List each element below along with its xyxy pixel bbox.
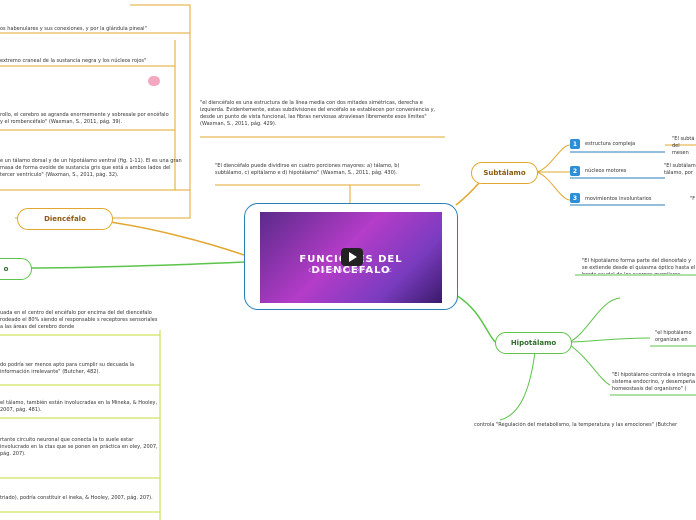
note-left-1: os habenulares y sus conexiones, y por l… bbox=[0, 26, 147, 32]
subtalamo-item-2[interactable]: núcleos motores bbox=[585, 168, 627, 174]
subtalamo-note-1: "El subtá del mesen bbox=[672, 136, 695, 156]
subtalamo-note-2: "El subtálam tálamo, por bbox=[664, 163, 696, 176]
note-left-6: do podría ser menos apto para cumplir su… bbox=[0, 362, 135, 375]
play-icon[interactable] bbox=[341, 248, 363, 266]
video-thumbnail[interactable]: FUNCIONES DEL DIENCÉFALO CLASES DEL PROF… bbox=[260, 212, 442, 303]
badge-2: 2 bbox=[570, 166, 580, 176]
badge-1: 1 bbox=[570, 139, 580, 149]
hipotalamo-note-3: "El hipotálamo controla e integra sistem… bbox=[612, 372, 696, 392]
badge-3: 3 bbox=[570, 193, 580, 203]
note-left-8: rtante circuito neuronal que conecta la … bbox=[0, 437, 158, 457]
hipotalamo-note-4: controla "Regulación del metabolismo, la… bbox=[474, 422, 678, 428]
note-left-3: rollo, el cerebro se agranda enormemente… bbox=[0, 112, 169, 125]
node-diencefalo[interactable]: Diencéfalo bbox=[17, 208, 113, 230]
note-left-7: el tálamo, también están involucradas en… bbox=[0, 400, 158, 413]
subtalamo-item-1[interactable]: estructura compleja bbox=[585, 141, 636, 147]
central-topic[interactable]: FUNCIONES DEL DIENCÉFALO CLASES DEL PROF… bbox=[244, 203, 458, 310]
note-diencefalo-porciones: "El diencéfalo puede dividirse en cuatro… bbox=[215, 163, 400, 176]
video-subtitle: CLASES DEL PROF. VIC bbox=[308, 268, 394, 273]
node-subtalamo[interactable]: Subtálamo bbox=[471, 162, 538, 184]
note-left-9: triado), podría constituir el ineka, & H… bbox=[0, 495, 153, 501]
node-hipotalamo[interactable]: Hipotálamo bbox=[495, 332, 572, 354]
node-left-partial[interactable]: o bbox=[0, 258, 32, 280]
hipotalamo-note-1: "El hipotálamo forma parte del diencéfal… bbox=[582, 258, 696, 274]
brain-icon bbox=[148, 76, 160, 86]
subtalamo-item-3[interactable]: movimientos involuntarios bbox=[585, 196, 652, 202]
note-left-2: extremo craneal de la sustancia negra y … bbox=[0, 58, 147, 64]
subtalamo-note-3: "F bbox=[690, 196, 696, 202]
note-left-4: e un tálamo dorsal y de un hipotálamo ve… bbox=[0, 158, 182, 178]
note-diencefalo-linea-media: "el diencéfalo es una estructura de la l… bbox=[200, 100, 436, 127]
note-left-5: uada en el centro del encéfalo por encim… bbox=[0, 310, 158, 330]
hipotalamo-note-2: "el hipotálamo organizan en bbox=[655, 330, 692, 343]
